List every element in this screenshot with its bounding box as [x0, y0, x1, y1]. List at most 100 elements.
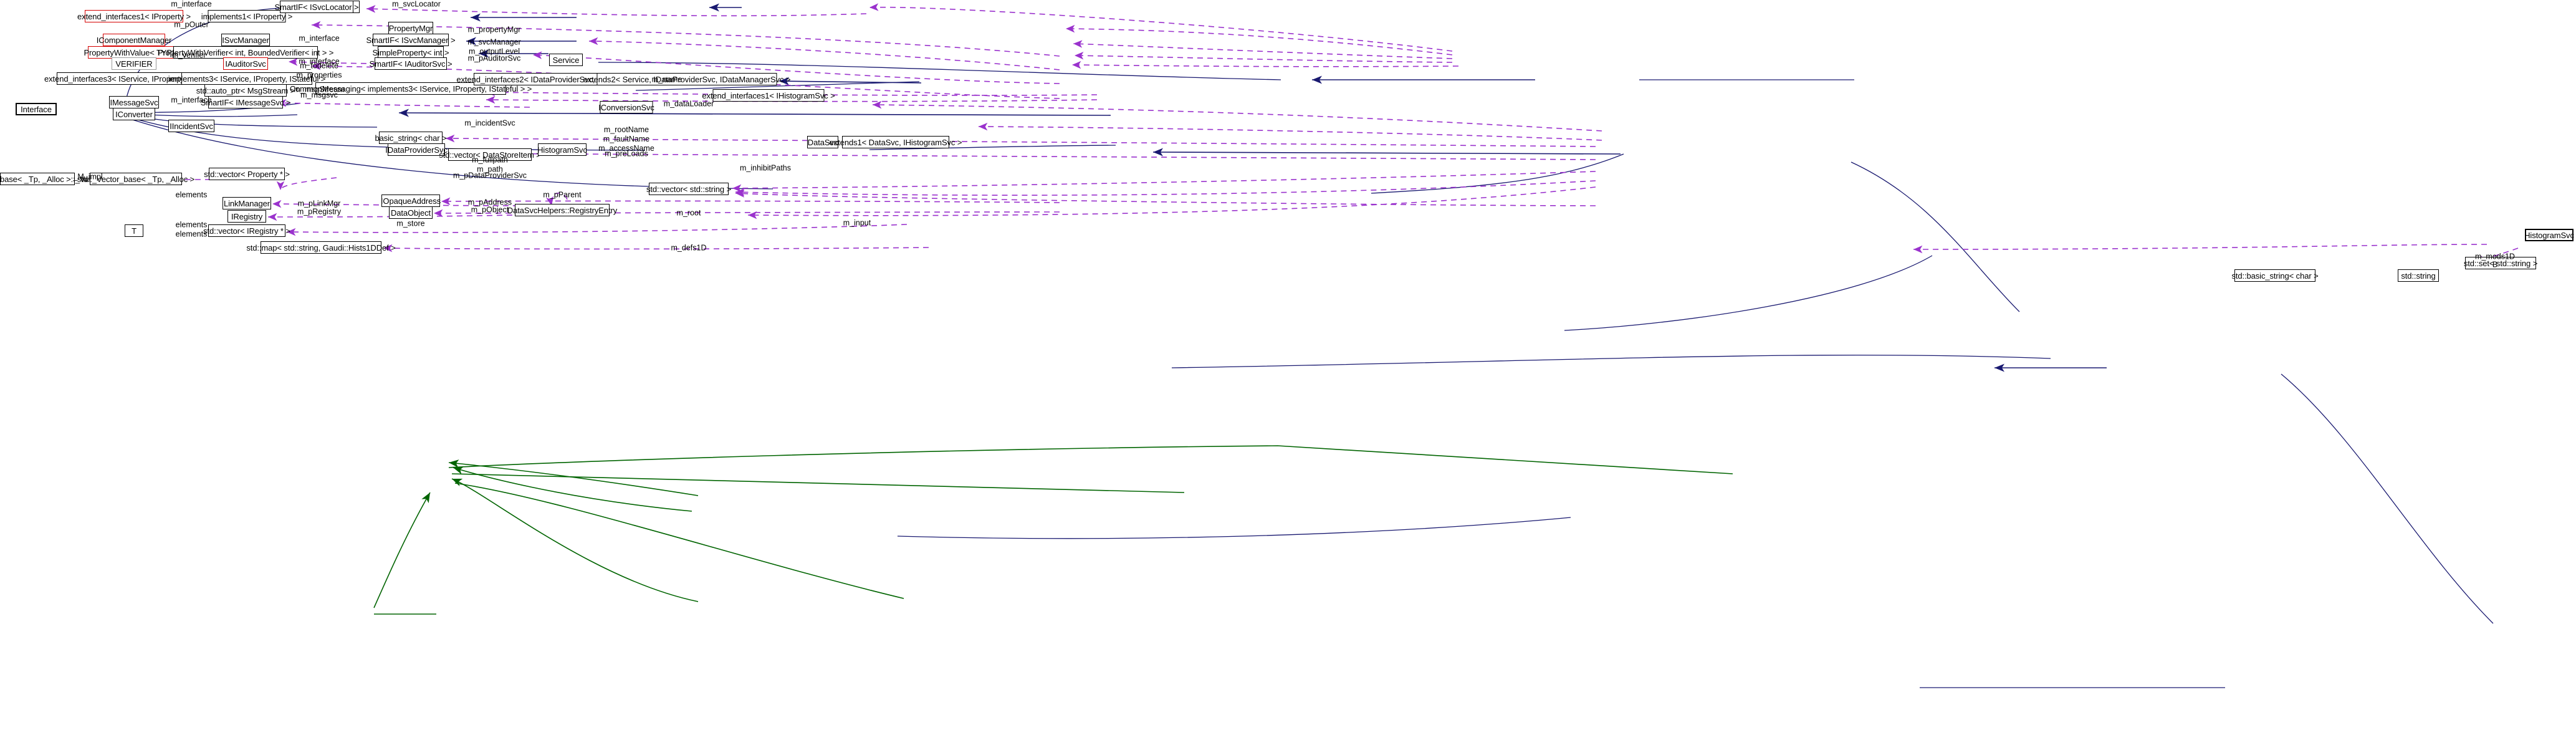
- node-registryentry[interactable]: DataSvcHelpers::RegistryEntry: [507, 204, 617, 216]
- edge-label-text: m_pRegistry: [297, 207, 342, 216]
- edge-label-m-input: m_input: [843, 219, 871, 228]
- edge-label-text: m_root: [676, 208, 701, 218]
- node-label: IConversionSvc: [598, 102, 654, 112]
- node-template-parameter-t[interactable]: T: [125, 224, 143, 237]
- node-label: basic_string< char >: [375, 133, 447, 143]
- node-extends2-service[interactable]: extends2< Service, IDataProviderSvc, IDa…: [583, 73, 790, 85]
- node-idataprovidersvc[interactable]: IDataProviderSvc: [385, 143, 448, 156]
- node-iconversionsvc[interactable]: IConversionSvc: [598, 101, 654, 113]
- node-propertywithverifier[interactable]: PropertyWithVerifier< int, BoundedVerifi…: [158, 46, 333, 59]
- node-simpleproperty-int[interactable]: SimpleProperty< int >: [373, 46, 449, 59]
- edge-label-text: m_pParent: [543, 190, 582, 199]
- node-label: IAuditorSvc: [225, 59, 266, 69]
- node-vector-iregistry[interactable]: std::vector< IRegistry * >: [203, 224, 290, 237]
- node-dataobject[interactable]: DataObject: [389, 206, 433, 219]
- node-iconverter[interactable]: IConverter: [113, 108, 155, 120]
- node-label: IConverter: [115, 109, 153, 119]
- node-basic-string-char[interactable]: basic_string< char >: [375, 132, 447, 144]
- edge-label-m-fullpath-path: m_fullpath m_path: [472, 155, 508, 174]
- node-label: implements3< IService, IProperty, IState…: [168, 74, 326, 84]
- edge-label-text: m_pDataProviderSvc: [452, 171, 527, 180]
- node-label: std::vector< IRegistry * >: [203, 226, 290, 236]
- node-extend-interfaces1-iproperty[interactable]: extend_interfaces1< IProperty >: [77, 10, 191, 22]
- node-label: SmartIF< IAuditorSvc >: [369, 59, 452, 69]
- edge-label-text: m_rootName m_faultName m_accessName: [598, 125, 654, 153]
- edge-label-m-propertymgr: m_propertyMgr: [468, 26, 521, 35]
- edge-label-m-interface-3: m_interface: [299, 57, 339, 67]
- edge-label-m-verifier: m_verifier: [172, 51, 206, 60]
- edge-label-text: B: [2492, 260, 2498, 269]
- edge-label-text: m_interface: [299, 57, 340, 66]
- node-smartif-isvcmanager[interactable]: SmartIF< ISvcManager >: [366, 34, 456, 46]
- edge-label-elements-2: elements elements: [176, 220, 208, 239]
- node-interface[interactable]: Interface: [16, 103, 57, 115]
- edge-label-text: m_svcLocator: [392, 0, 441, 9]
- node-smartif-imessagesvc[interactable]: SmartIF< IMessageSvc >: [201, 96, 290, 108]
- node-label: LinkManager: [223, 198, 271, 208]
- node-label: extend_interfaces3< IService, IProperty,…: [44, 74, 224, 84]
- edge-label-text: m_todelete m_properties: [296, 61, 342, 79]
- node-auto-ptr-msgstream[interactable]: std::auto_ptr< MsgStream >: [196, 84, 295, 97]
- node-label: DataObject: [390, 208, 431, 218]
- node-isvcmanager[interactable]: ISvcManager: [221, 34, 270, 46]
- edge-label-m-mods1d: m_mods1D: [2475, 252, 2515, 262]
- node-iregistry[interactable]: IRegistry: [227, 210, 266, 223]
- node-histogramsvc-mid[interactable]: HistogramSvc: [537, 143, 587, 156]
- node-label: std::set< std::string >: [2463, 258, 2538, 268]
- node-propertywithvalue[interactable]: PropertyWithValue< TYPE >: [84, 46, 184, 59]
- node-commonmessaging[interactable]: CommonMessaging< implements3< IService, …: [290, 82, 532, 95]
- node-histogramsvc-focus[interactable]: HistogramSvc: [2524, 229, 2574, 241]
- node-label: std::map< std::string, Gaudi::Hists1DDef…: [246, 243, 396, 252]
- edge-label-text: m_inhibitPaths: [740, 163, 791, 173]
- edge-label-m-todelete-properties: m_todelete m_properties: [297, 61, 342, 80]
- node-label: std::basic_string< char >: [2231, 271, 2319, 281]
- node-extend-interfaces3[interactable]: extend_interfaces3< IService, IProperty,…: [44, 72, 224, 85]
- node-vector-property[interactable]: std::vector< Property * >: [204, 168, 290, 180]
- edge-label-m-preloads: m_preLoads: [605, 150, 648, 159]
- edge-label-m-pobject: m_pObject: [471, 206, 509, 215]
- node-verifier[interactable]: VERIFIER: [112, 57, 156, 70]
- node-imessagesvc[interactable]: IMessageSvc: [109, 96, 159, 108]
- edge-label-m-msgstream: m_msgStream: [294, 85, 344, 95]
- edge-label-text: m_interface: [171, 95, 212, 105]
- node-vector-datastoreitem[interactable]: std::vector< DataStoreItem >: [439, 148, 541, 161]
- node-set-std-string[interactable]: std::set< std::string >: [2463, 257, 2538, 269]
- edge-label-m-svclocator: m_svcLocator: [392, 0, 441, 9]
- edge-label-text: m_svcManager: [467, 37, 521, 47]
- node-iincidentsvc[interactable]: IIncidentSvc: [168, 120, 214, 132]
- node-iopaqueaddress[interactable]: IOpaqueAddress: [381, 195, 441, 207]
- node-datasvc[interactable]: DataSvc: [807, 136, 838, 148]
- node-label: HistogramSvc: [537, 145, 587, 155]
- edge-label-text: m_incidentSvc: [464, 118, 515, 128]
- node-vector-base[interactable]: std::_Vector_base< _Tp, _Alloc >: [77, 173, 194, 185]
- node-extend-interfaces1-ihistogramsvc[interactable]: extend_interfaces1< IHistogramSvc >: [702, 89, 835, 102]
- node-smartif-isvclocator[interactable]: SmartIF< ISvcLocator >: [274, 1, 359, 13]
- node-map-hists1ddef[interactable]: std::map< std::string, Gaudi::Hists1DDef…: [246, 241, 396, 254]
- node-smartif-iauditorsvc[interactable]: SmartIF< IAuditorSvc >: [370, 57, 452, 70]
- node-vector-std-string[interactable]: std::vector< std::string >: [646, 183, 731, 195]
- node-icomponentmanager[interactable]: IComponentManager: [97, 34, 171, 46]
- node-label: DataSvc: [807, 137, 838, 147]
- node-implements1-iproperty[interactable]: implements1< IProperty >: [201, 10, 292, 22]
- node-linkmanager[interactable]: LinkManager: [223, 197, 271, 209]
- node-label: std::auto_ptr< MsgStream >: [196, 85, 295, 95]
- node-label: Service: [552, 55, 580, 65]
- edge-label-m-msgsvc: m_msgsvc: [300, 91, 338, 100]
- node-std-string[interactable]: std::string: [2398, 269, 2439, 282]
- node-basic-string-char-2[interactable]: std::basic_string< char >: [2231, 269, 2319, 282]
- edge-label-m-outputlevel: m_outputLevel: [469, 47, 520, 57]
- node-label: SmartIF< IMessageSvc >: [200, 97, 291, 107]
- edge-label-text: m_interface: [299, 34, 340, 43]
- edge-label-m-rootname-group: m_rootName m_faultName m_accessName: [598, 125, 654, 153]
- node-label: IDataProviderSvc: [385, 145, 448, 155]
- node-extends1-datasvc[interactable]: extends1< DataSvc, IHistogramSvc >: [830, 136, 962, 148]
- edge-label-m-impl: _M_impl: [73, 173, 102, 182]
- node-iauditorsvc[interactable]: IAuditorSvc: [223, 57, 268, 70]
- node-implements3[interactable]: implements3< IService, IProperty, IState…: [168, 72, 325, 85]
- node-label: IRegistry: [231, 211, 263, 221]
- node-propertymgr[interactable]: PropertyMgr: [388, 22, 433, 34]
- edge-label-text: m_msgsvc: [300, 90, 338, 100]
- node-service[interactable]: Service: [549, 54, 583, 66]
- node-label: ISvcManager: [222, 35, 269, 45]
- node-vector-base-vector-impl[interactable]: std::_Vector_base< _Tp, _Alloc >::_Vecto…: [0, 173, 122, 185]
